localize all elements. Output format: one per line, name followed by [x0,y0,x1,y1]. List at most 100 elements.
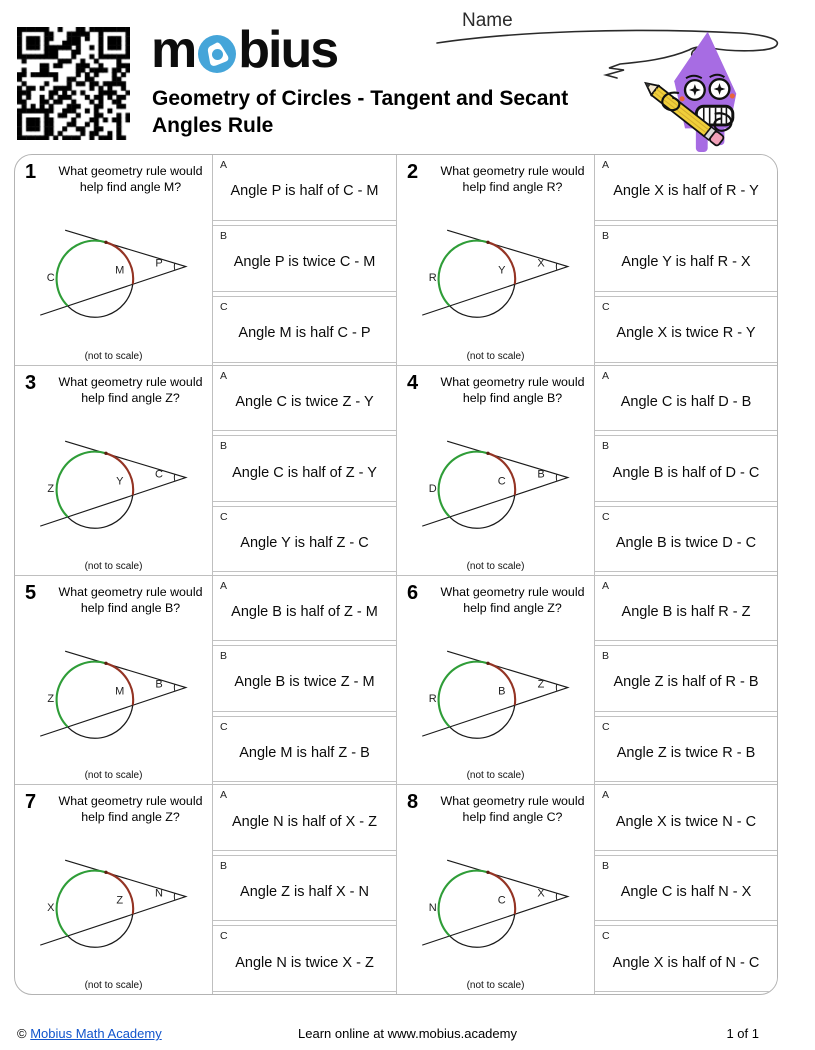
answer-option-c[interactable]: C Angle Y is half Z - C [213,505,396,573]
answer-text: Angle X is twice R - Y [616,325,756,342]
circle-diagram: C M P [40,229,188,318]
circle-diagram: R B Z [422,650,570,739]
question-area: 4 What geometry rule would help find ang… [397,366,594,575]
vertex-angle-label: B [537,468,544,480]
answer-option-a[interactable]: A Angle X is twice N - C [595,785,777,851]
answer-letter: A [602,789,610,802]
answer-option-a[interactable]: A Angle X is half of R - Y [595,155,777,221]
circle-diagram: X Z N [40,859,188,949]
answer-text: Angle Z is twice R - B [616,744,756,761]
secant-tangent-lines [422,440,570,527]
near-arc-label: B [498,685,505,697]
answer-text: Angle C is half of Z - Y [232,464,377,481]
near-arc [105,871,135,915]
question-area: 2 What geometry rule would help find ang… [397,155,594,365]
answer-text: Angle M is half C - P [238,325,371,342]
question-text: What geometry rule would help find angle… [58,794,203,825]
answer-letter: B [220,650,228,663]
question-card: 7 What geometry rule would help find ang… [15,784,396,994]
far-arc [437,869,489,937]
answer-option-a[interactable]: A Angle C is twice Z - Y [213,365,396,432]
answer-option-c[interactable]: C Angle M is half C - P [213,295,396,363]
answer-option-b[interactable]: B Angle B is half of D - C [595,435,777,502]
answer-option-b[interactable]: B Angle Z is half X - N [213,854,396,922]
answer-option-b[interactable]: B Angle B is twice Z - M [213,645,396,712]
question-text: What geometry rule would help find angle… [440,584,585,615]
answer-letter: C [220,930,228,943]
pencil-mascot [644,31,737,153]
answer-option-a[interactable]: A Angle B is half R - Z [595,575,777,642]
answer-text: Angle B is twice D - C [615,535,757,552]
answer-option-a[interactable]: A Angle C is half D - B [595,365,777,432]
answer-option-c[interactable]: C Angle M is half Z - B [213,715,396,783]
answer-text: Angle C is twice Z - Y [235,394,374,411]
answer-column: A Angle X is half of R - Y B Angle Y is … [594,155,777,365]
answer-option-c[interactable]: C Angle X is half of N - C [595,925,777,992]
answer-option-b[interactable]: B Angle P is twice C - M [213,224,396,292]
near-arc [105,241,135,285]
circle-diagram: Z M B [40,650,188,739]
answer-letter: A [602,369,610,382]
secant-tangent-lines [422,650,570,737]
answer-letter: C [602,510,610,523]
angle-mark [173,473,176,482]
angle-mark [555,683,558,691]
far-arc-label: Z [47,692,54,704]
circle-diagram: D C B [422,440,570,529]
not-to-scale-note: (not to scale) [84,350,143,362]
logo-text-post: bius [238,21,339,79]
circle-bottom-arc [449,914,516,949]
answer-option-c[interactable]: C Angle B is twice D - C [595,505,777,573]
answer-text: Angle Z is half X - N [240,884,369,901]
answer-text: Angle Y is half Z - C [240,535,369,552]
mobius-o-icon [198,35,237,73]
question-text: What geometry rule would help find angle… [440,794,585,825]
tangent-point-dot [104,661,108,665]
near-arc-label: Y [116,475,124,487]
far-arc [55,239,107,307]
question-card: 3 What geometry rule would help find ang… [15,364,396,575]
question-area: 8 What geometry rule would help find ang… [397,785,594,994]
circle-bottom-arc [67,914,134,949]
answer-letter: A [220,159,228,171]
circle-bottom-arc [67,494,134,529]
answer-text: Angle C is half D - B [620,394,752,411]
answer-text: Angle X is half of R - Y [613,183,759,200]
question-card: 8 What geometry rule would help find ang… [396,784,777,994]
answer-option-c[interactable]: C Angle X is twice R - Y [595,295,777,363]
answer-option-a[interactable]: A Angle N is half of X - Z [213,785,396,851]
answer-text: Angle C is half N - X [620,884,752,901]
answer-option-a[interactable]: A Angle B is half of Z - M [213,575,396,642]
question-text: What geometry rule would help find angle… [58,584,203,615]
vertex-angle-label: Z [538,678,545,690]
answer-option-b[interactable]: B Angle C is half of Z - Y [213,435,396,502]
tangent-point-dot [486,451,490,455]
answer-option-b[interactable]: B Angle C is half N - X [595,854,777,922]
page-number: 1 of 1 [726,1026,759,1041]
answer-text: Angle B is half of Z - M [231,603,378,620]
answer-option-c[interactable]: C Angle N is twice X - Z [213,925,396,992]
answer-column: A Angle B is half R - Z B Angle Z is hal… [594,575,777,785]
secant-tangent-lines [422,229,570,316]
answer-letter: B [220,440,228,453]
answer-text: Angle M is half Z - B [239,744,370,761]
far-arc-label: N [429,902,437,914]
answer-column: A Angle P is half of C - M B Angle P is … [212,155,396,365]
near-arc [105,661,135,705]
tangent-point-dot [486,870,490,875]
question-area: 1 What geometry rule would help find ang… [15,155,212,365]
qr-code [17,27,130,140]
answer-letter: A [602,579,610,592]
answer-option-b[interactable]: B Angle Y is half R - X [595,224,777,292]
answer-letter: B [602,650,610,663]
answer-option-a[interactable]: A Angle P is half of C - M [213,155,396,221]
answer-letter: C [220,720,228,733]
vertex-angle-label: N [155,888,163,900]
mobius-academy-link[interactable]: Mobius Math Academy [30,1026,162,1041]
answer-option-c[interactable]: C Angle Z is twice R - B [595,715,777,783]
answer-column: A Angle C is twice Z - Y B Angle C is ha… [212,365,396,575]
far-arc-label: D [429,483,437,495]
answer-option-b[interactable]: B Angle Z is half of R - B [595,645,777,712]
angle-mark [555,893,558,901]
